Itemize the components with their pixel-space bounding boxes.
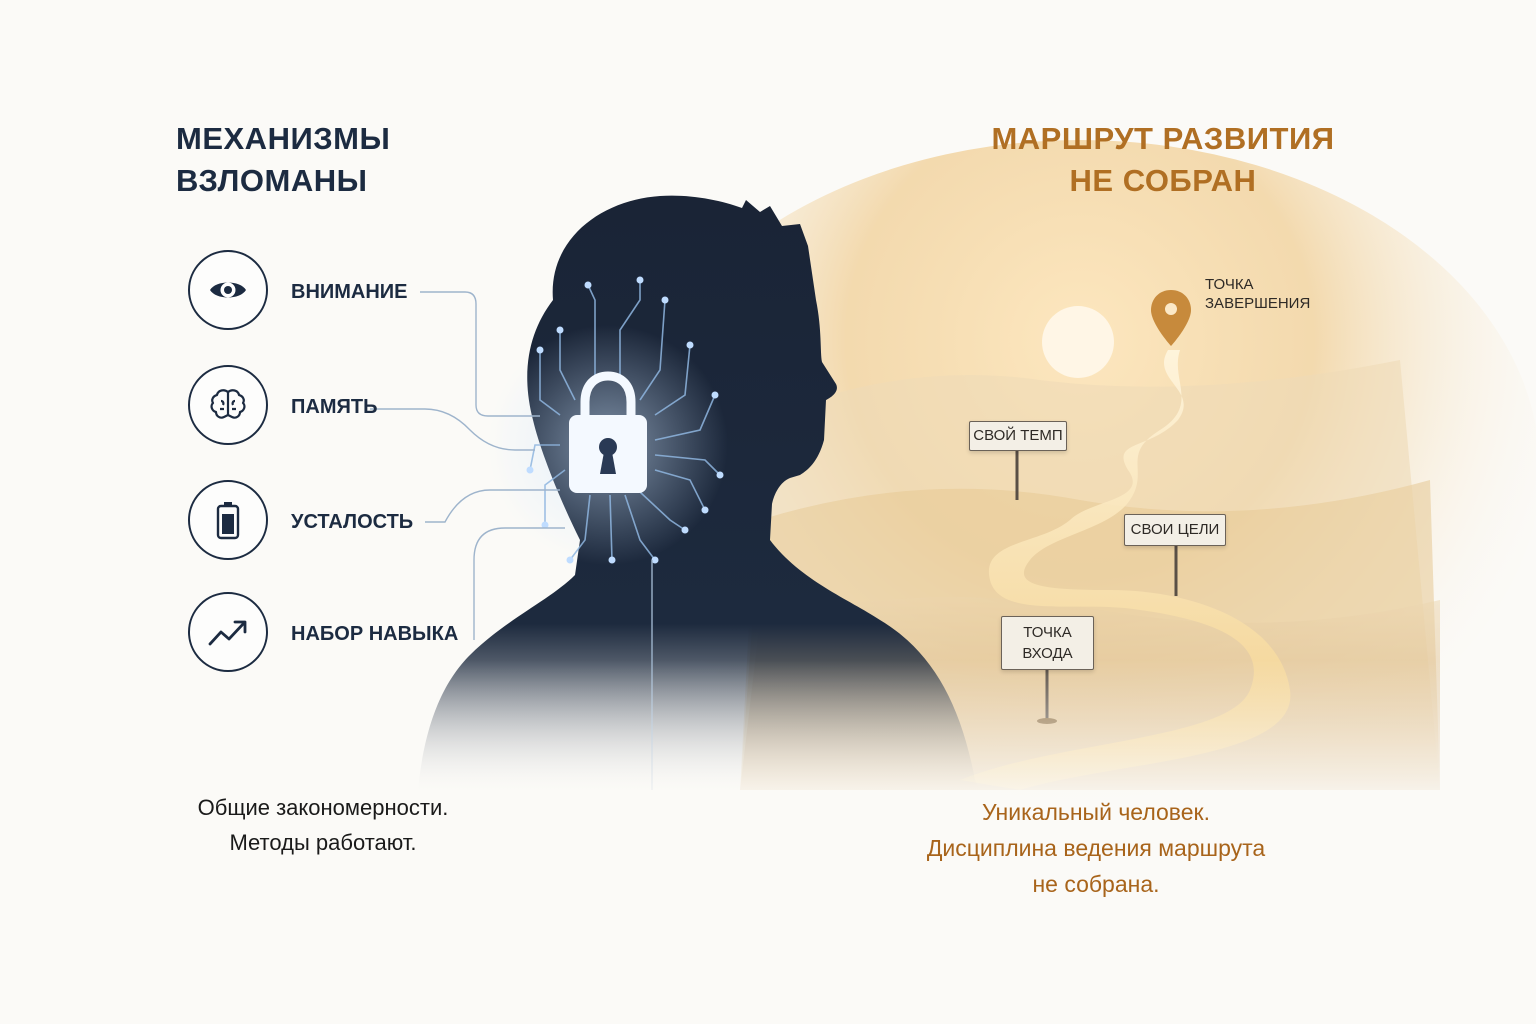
sign-own-goals: СВОИ ЦЕЛИ: [1124, 514, 1226, 546]
right-caption: Уникальный человек. Дисциплина ведения м…: [926, 799, 1266, 897]
mechanism-label: ВНИМАНИЕ: [291, 281, 408, 303]
left-caption: Общие закономерности. Методы работают.: [197, 795, 449, 855]
mechanism-label: НАБОР НАВЫКА: [291, 623, 459, 645]
map-pin-icon: [1151, 290, 1191, 346]
mechanism-memory: ПАМЯТЬ: [188, 365, 488, 449]
left-title: МЕХАНИЗМЫ ВЗЛОМАНЫ: [176, 121, 391, 198]
mechanism-label: ПАМЯТЬ: [291, 396, 378, 418]
eye-icon: [188, 250, 268, 330]
finish-point-label: ТОЧКА ЗАВЕРШЕНИЯ: [1205, 276, 1311, 312]
sign-own-tempo: СВОЙ ТЕМП: [969, 421, 1067, 451]
padlock-icon: [569, 371, 647, 493]
bottom-fade: [0, 660, 1536, 810]
trend-up-icon: [188, 592, 268, 672]
battery-icon: [188, 480, 268, 560]
mechanism-attention: ВНИМАНИЕ: [188, 250, 488, 334]
mechanism-fatigue: УСТАЛОСТЬ: [188, 480, 488, 564]
brain-icon: [188, 365, 268, 445]
circuit-nodes: [526, 276, 724, 564]
mechanism-skill: НАБОР НАВЫКА: [188, 592, 488, 676]
mechanism-label: УСТАЛОСТЬ: [291, 511, 414, 533]
sign-entry-point: ТОЧКА ВХОДА: [1001, 616, 1094, 670]
circuit-lines: [529, 280, 721, 561]
right-title: МАРШРУТ РАЗВИТИЯ НЕ СОБРАН: [991, 121, 1335, 198]
